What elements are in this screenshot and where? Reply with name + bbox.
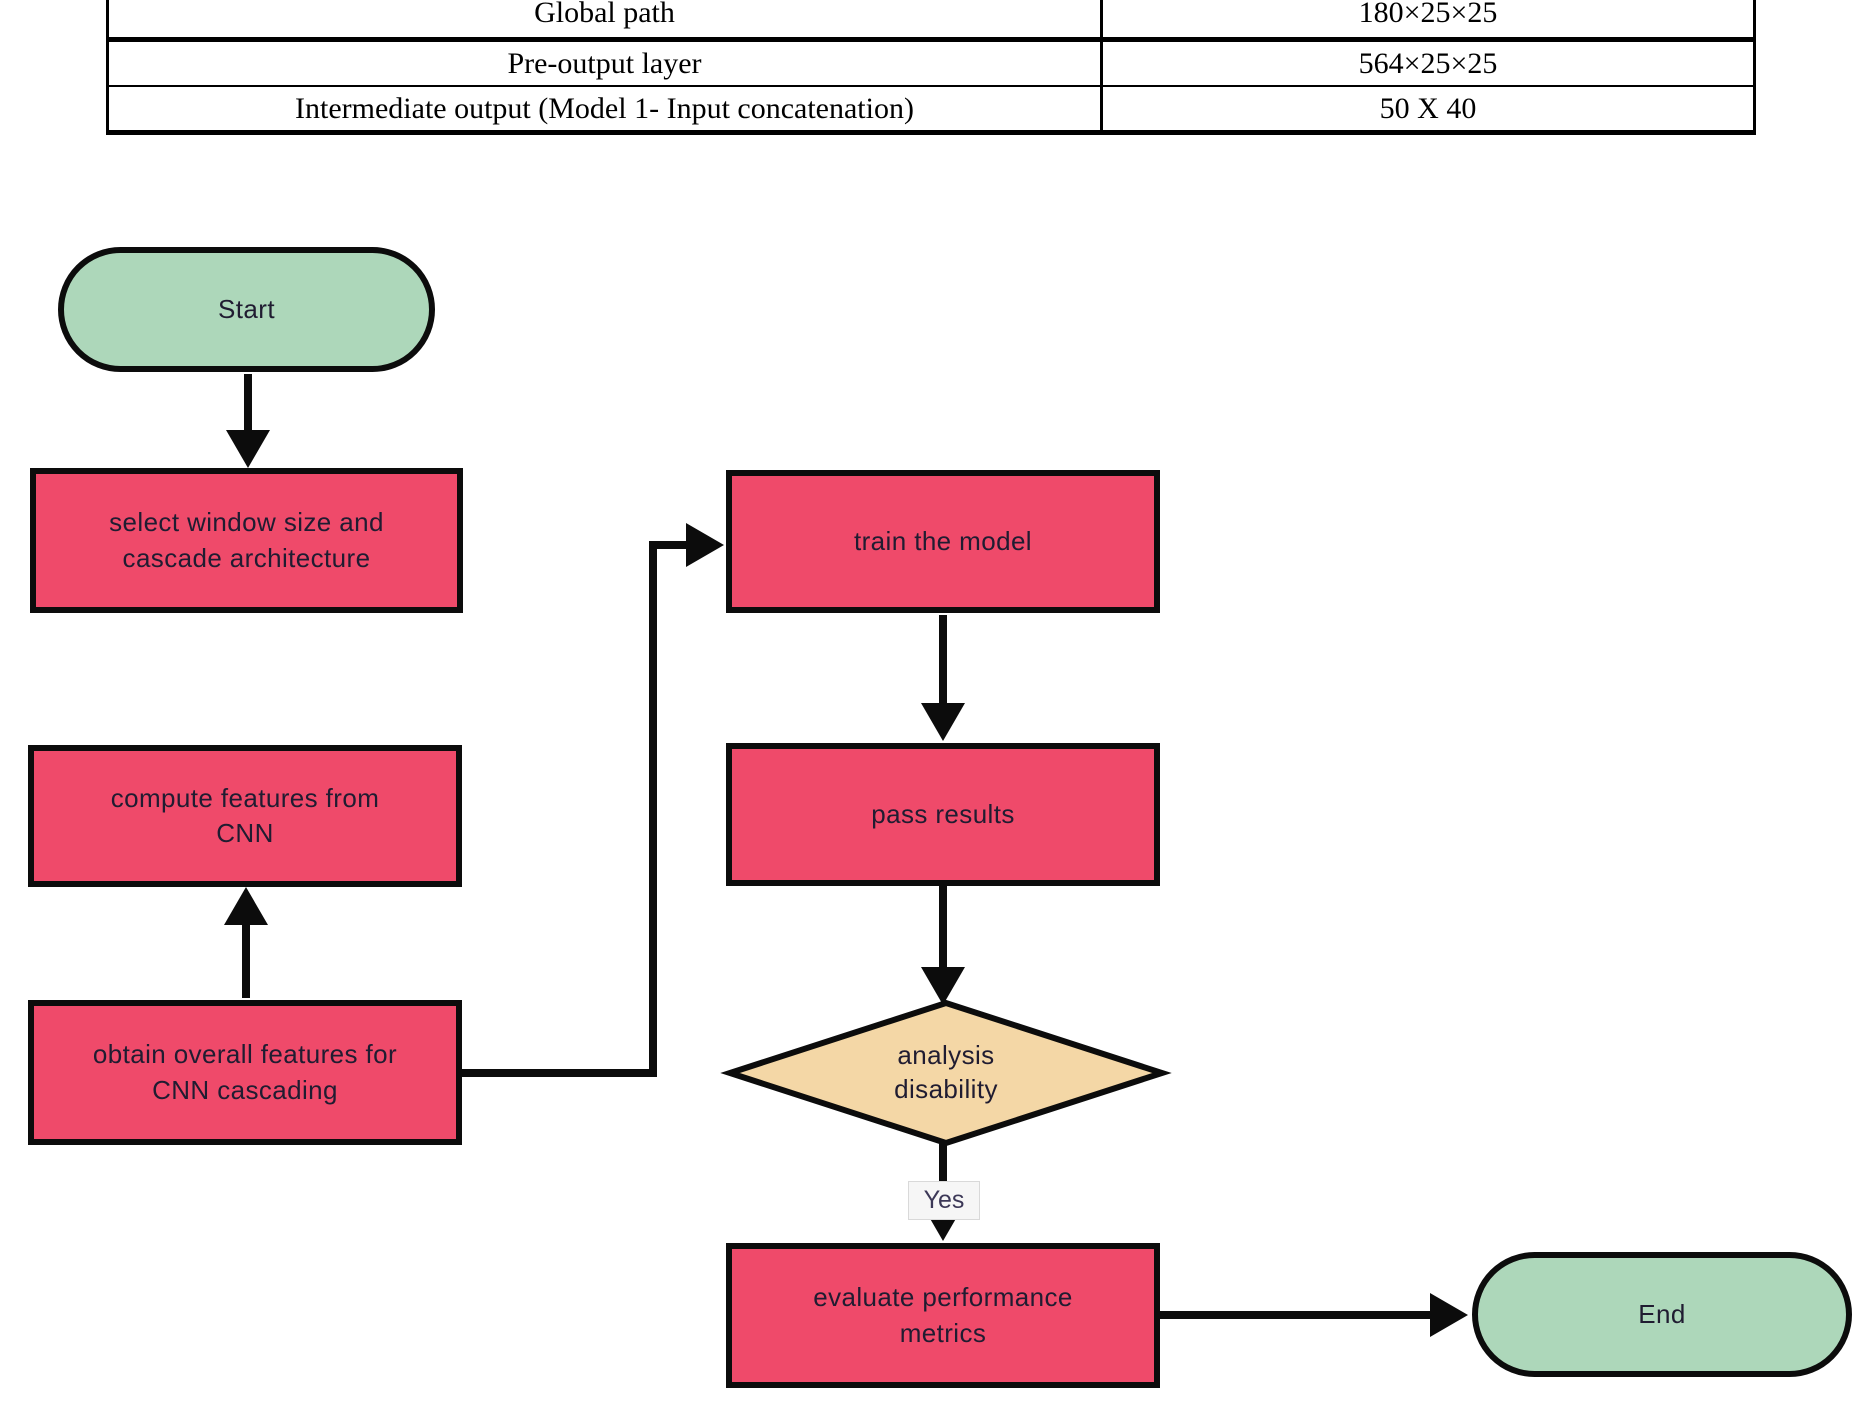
table-row: Pre-output layer 564×25×25 [109,42,1753,87]
edge-obtain-to-train [460,523,724,1077]
evaluate-metrics-node: evaluate performance metrics [726,1243,1160,1388]
select-window-size-node: select window size and cascade architect… [30,468,463,613]
compute-features-node: compute features from CNN [28,745,462,887]
edge-start-to-select [226,374,270,468]
table-cell-layer-name: Intermediate output (Model 1- Input conc… [109,87,1103,130]
table-row: Global path 180×25×25 [109,0,1753,42]
pass-results-node: pass results [726,743,1160,886]
layer-size-table: Global path 180×25×25 Pre-output layer 5… [106,0,1756,135]
obtain-features-node: obtain overall features for CNN cascadin… [28,1000,462,1145]
yes-edge-label: Yes [908,1181,980,1220]
end-node: End [1472,1252,1852,1377]
edge-evaluate-to-end [1158,1293,1468,1337]
start-node: Start [58,247,435,372]
table-cell-layer-name: Global path [109,0,1103,37]
table-cell-layer-size: 180×25×25 [1358,0,1498,29]
edge-pass-to-decision [921,885,965,1005]
edge-train-to-pass [921,615,965,741]
decision-diamond-shape [720,999,1172,1147]
table-cell-layer-size: 50 X 40 [1379,91,1477,125]
table-cell-layer-name: Pre-output layer [109,42,1103,85]
table-cell-layer-size: 564×25×25 [1358,46,1498,80]
edge-obtain-to-compute [224,887,268,998]
decision-node-label: analysis disability [894,1040,998,1104]
train-model-node: train the model [726,470,1160,613]
table-row: Intermediate output (Model 1- Input conc… [109,87,1753,135]
